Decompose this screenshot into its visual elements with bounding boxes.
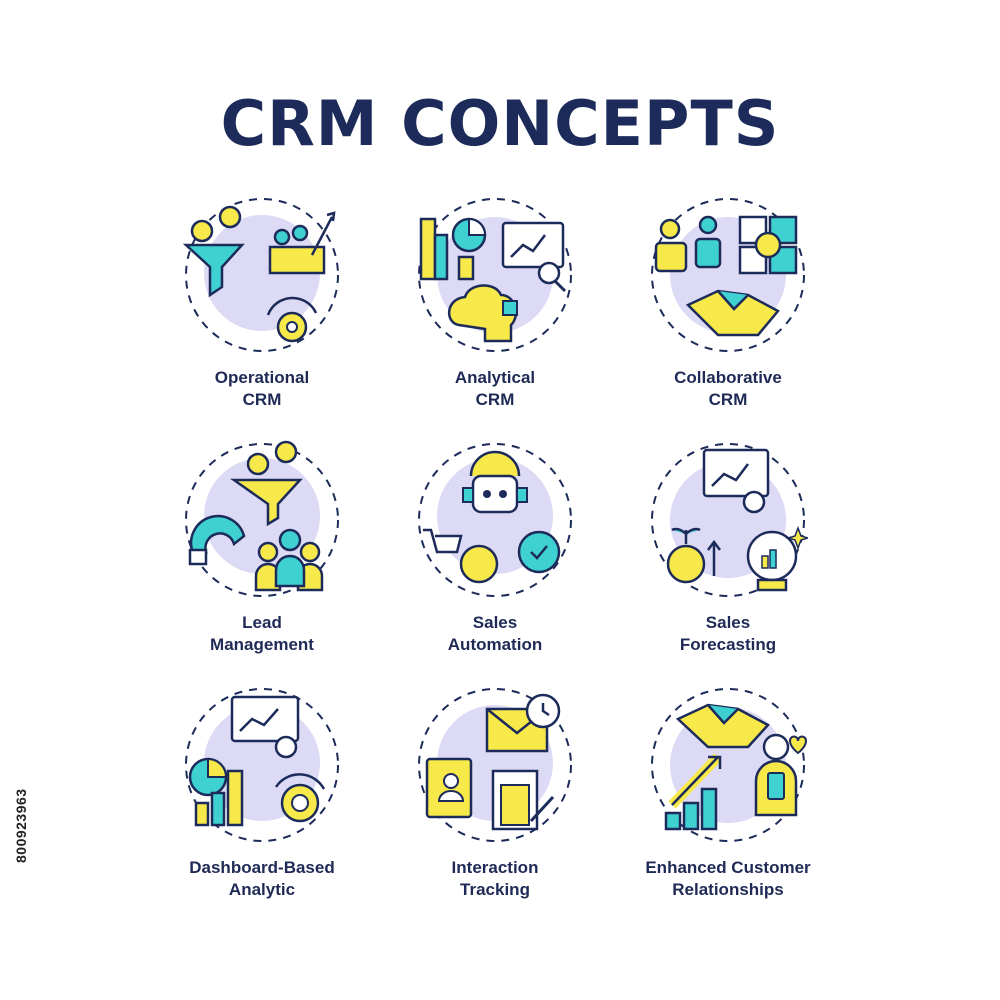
funnel-gear-icon	[182, 198, 339, 352]
stock-id: 800923963	[13, 788, 29, 863]
page-title: CRM CONCEPTS	[220, 87, 780, 160]
envelope-clock-icon	[418, 688, 572, 842]
crystal-ball-icon	[651, 443, 808, 597]
handshake-team-icon	[651, 198, 805, 352]
brain-chart-icon	[418, 198, 572, 352]
handshake-heart-icon	[651, 688, 808, 842]
robot-gear-icon	[418, 443, 572, 597]
dashboard-chart-icon	[185, 688, 339, 842]
magnet-funnel-icon	[185, 440, 339, 597]
